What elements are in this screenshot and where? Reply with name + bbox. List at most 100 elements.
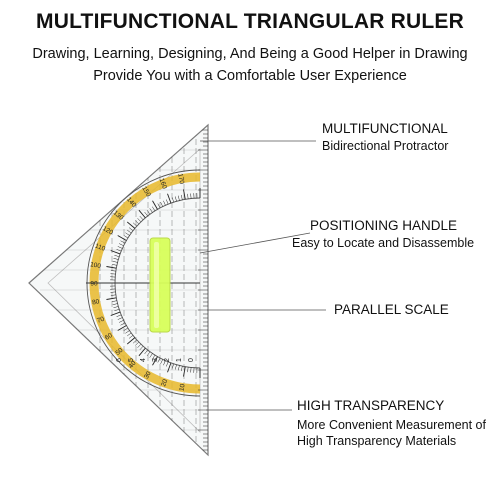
protractor-tick [157, 357, 161, 363]
protractor-tick [190, 193, 192, 199]
protractor-tick [149, 353, 153, 358]
hypotenuse-tick [195, 447, 201, 454]
hypotenuse-tick [127, 186, 133, 192]
protractor-label: 20 [160, 378, 169, 388]
protractor-tick [117, 246, 123, 249]
protractor-tick [127, 332, 132, 337]
protractor-tick [110, 270, 116, 272]
protractor-tick [110, 250, 121, 255]
protractor-tick [137, 218, 142, 223]
protractor-tick [183, 189, 186, 200]
callout-heading: PARALLEL SCALE [334, 302, 449, 317]
protractor-label: 10 [179, 383, 187, 392]
hypotenuse-tick [123, 378, 129, 384]
subtitle-line-2: Provide You with a Comfortable User Expe… [93, 68, 407, 84]
protractor-tick [118, 243, 124, 246]
protractor-tick [110, 311, 121, 316]
protractor-tick [163, 200, 166, 206]
protractor-tick [177, 365, 180, 371]
protractor-tick [113, 257, 119, 260]
hypotenuse-tick [181, 433, 187, 440]
hypotenuse-tick [109, 364, 115, 370]
protractor-tick [187, 367, 189, 373]
protractor-tick [126, 337, 136, 345]
protractor-label: 160 [158, 177, 168, 190]
positioning-handle-highlight [154, 242, 159, 328]
protractor-tick [152, 354, 156, 360]
positioning-handle [149, 237, 171, 333]
callout-high-transparency: HIGH TRANSPARENCY More Convenient Measur… [297, 398, 486, 448]
protractor-tick [167, 193, 172, 204]
protractor-tick [152, 356, 158, 366]
protractor-tick [157, 203, 161, 209]
protractor-tick [139, 346, 144, 351]
callout-heading: POSITIONING HANDLE [310, 218, 458, 233]
protractor-tick [163, 360, 166, 366]
protractor-tick [135, 220, 140, 225]
protractor-label: 150 [140, 185, 152, 198]
protractor-tick [139, 215, 144, 220]
hypotenuse-tick [52, 252, 58, 259]
hypotenuse-tick [65, 323, 72, 329]
protractor-tick [110, 294, 116, 296]
protractor-tick [128, 335, 134, 339]
protractor-tick [106, 266, 117, 269]
hypotenuse-tick [80, 336, 86, 343]
scale-label: 4 [140, 358, 147, 362]
callout-heading: MULTIFUNCTIONAL [322, 121, 448, 136]
callout-positioning-handle: POSITIONING HANDLE Easy to Locate and Di… [292, 218, 474, 250]
protractor-tick [171, 363, 174, 369]
scale-label: 3 [152, 358, 159, 362]
scale-label: 1 [176, 358, 183, 362]
protractor-tick [181, 366, 183, 372]
protractor-tick [138, 209, 146, 219]
protractor-tick [160, 359, 163, 365]
page-title: MULTIFUNCTIONAL TRIANGULAR RULER [36, 10, 464, 33]
hypotenuse-tick [142, 173, 148, 179]
protractor-tick [128, 227, 134, 231]
callout-description: More Convenient Measurement of [297, 418, 486, 432]
protractor-tick [177, 195, 180, 201]
protractor-tick [167, 362, 172, 373]
protractor-tick [114, 254, 120, 257]
protractor-tick [149, 208, 153, 213]
callout-description: Bidirectional Protractor [322, 139, 449, 153]
protractor-tick [187, 193, 189, 199]
protractor-tick [138, 347, 146, 357]
callout-heading: HIGH TRANSPARENCY [297, 398, 445, 413]
protractor-tick [144, 211, 148, 217]
protractor-label: 40 [128, 360, 138, 370]
protractor-tick [116, 249, 122, 252]
protractor-tick [106, 297, 117, 300]
scale-label: 2 [164, 358, 171, 362]
protractor-tick [183, 366, 186, 377]
protractor-label: 80 [92, 298, 101, 306]
protractor-tick [114, 309, 120, 312]
hypotenuse-tick [166, 420, 172, 426]
protractor-tick [123, 235, 129, 239]
scale-label: 5 [128, 358, 135, 362]
callout-description: High Transparency Materials [297, 434, 457, 448]
protractor-tick [125, 330, 130, 334]
protractor-tick [110, 273, 116, 275]
protractor-tick [120, 322, 126, 326]
protractor-tick [190, 367, 192, 373]
protractor-tick [152, 206, 156, 212]
protractor-tick [117, 317, 123, 320]
protractor-tick [116, 314, 122, 317]
protractor-tick [111, 264, 117, 266]
protractor-label: 110 [94, 243, 106, 253]
protractor-tick [117, 235, 127, 241]
protractor-tick [118, 320, 124, 323]
protractor-label: 100 [89, 261, 101, 270]
protractor-tick [125, 232, 130, 236]
right-edge-scale [198, 129, 208, 451]
scale-label: 0 [188, 358, 195, 362]
protractor-tick [166, 199, 169, 205]
protractor-tick [181, 194, 183, 200]
protractor-tick [160, 201, 163, 207]
hypotenuse-tick [187, 133, 193, 139]
protractor-tick [146, 210, 151, 215]
subtitle-line-1: Drawing, Learning, Designing, And Being … [32, 46, 468, 62]
protractor-tick [144, 349, 148, 355]
